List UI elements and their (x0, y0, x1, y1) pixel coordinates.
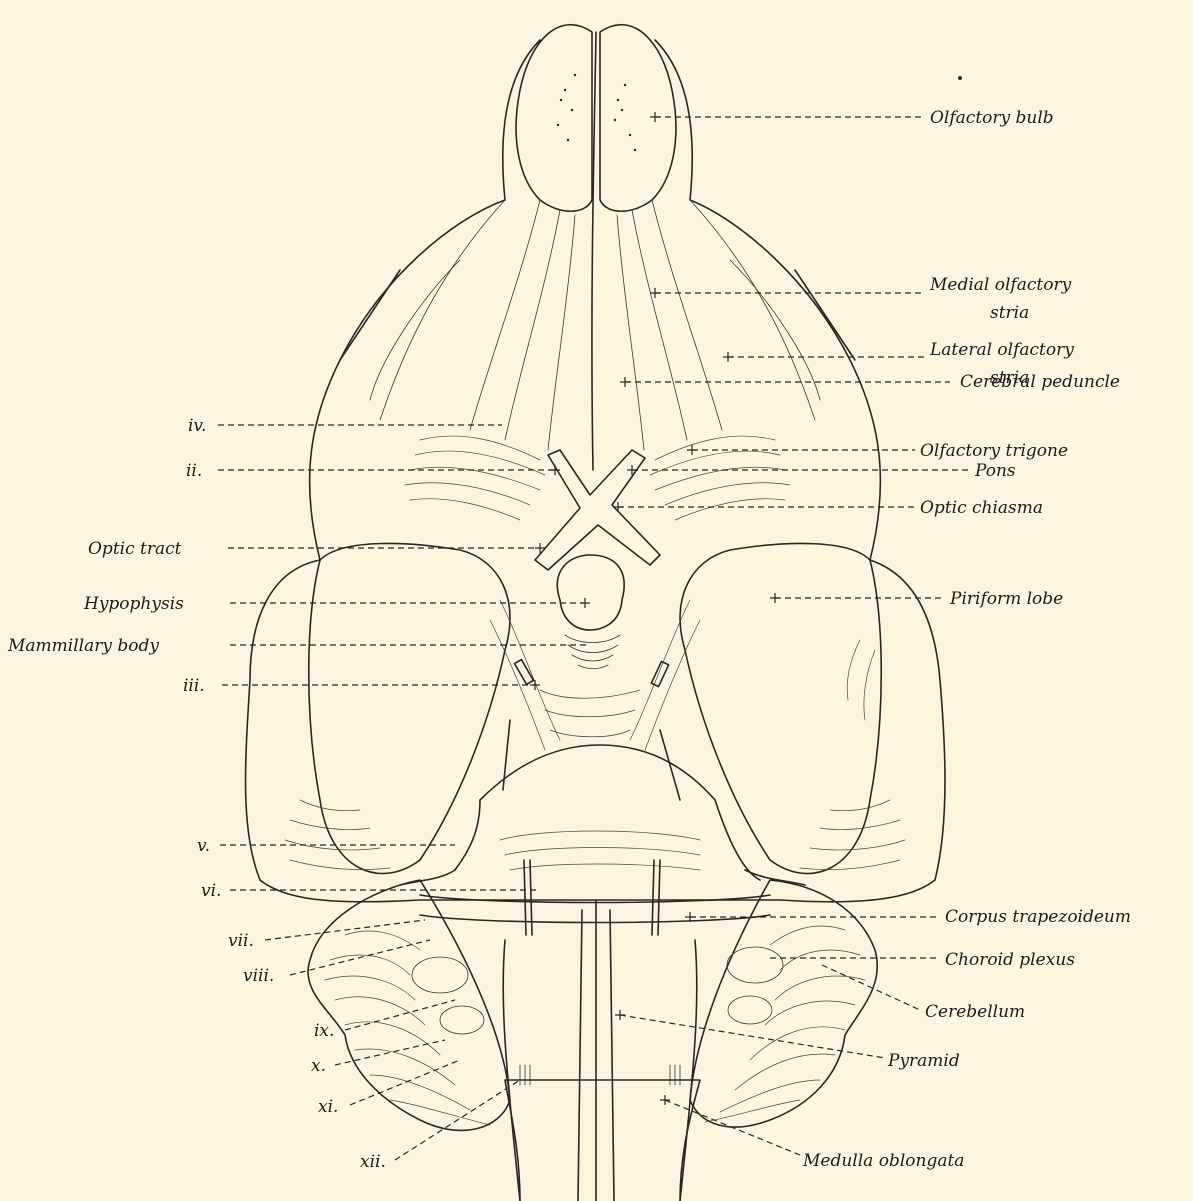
label-v: v. (197, 836, 210, 856)
label-ii: ii. (186, 461, 202, 481)
trapezoid-band-lower (420, 915, 770, 923)
label-choroid-plexus: Choroid plexus (945, 950, 1075, 970)
optic-chiasma-shape (535, 450, 660, 570)
medulla-outline (505, 1080, 700, 1201)
olfactory-bulb-left (516, 25, 592, 212)
nerve-iv-right (660, 730, 680, 800)
label-piriform-lobe: Piriform lobe (949, 589, 1063, 609)
labels: Olfactory bulb Medial olfactory stria La… (7, 108, 1131, 1172)
label-corpus-trapezoideum: Corpus trapezoideum (945, 907, 1131, 927)
brain-drawing (246, 25, 962, 1201)
label-mammillary-body: Mammillary body (7, 636, 159, 656)
lower-nerve-rootlets (520, 1065, 680, 1085)
leader-lines (218, 112, 970, 1160)
olfactory-stipple (557, 74, 962, 151)
nerve-iii-right-stump (651, 661, 668, 686)
label-xii: xii. (360, 1152, 386, 1172)
trapezoid-band (420, 895, 770, 903)
choroid-plexus-detail (412, 947, 783, 1034)
label-medial-olfactory-stria-2: stria (990, 303, 1029, 323)
label-hypophysis: Hypophysis (83, 594, 184, 614)
piriform-lobe-left (309, 543, 510, 873)
label-olfactory-bulb: Olfactory bulb (930, 108, 1054, 128)
piriform-lobe-right (680, 543, 881, 873)
mammillary-body-shape (565, 635, 620, 669)
label-cerebral-peduncle: Cerebral peduncle (960, 372, 1120, 392)
nerve-vi-right (652, 860, 654, 935)
hemisphere-outline (246, 40, 945, 902)
olfactory-bulb-right (600, 25, 676, 212)
hypophysis-shape (557, 555, 624, 630)
pons-shape (480, 745, 760, 880)
label-x: x. (311, 1056, 326, 1076)
label-lateral-olfactory-stria-1: Lateral olfactory (929, 340, 1074, 360)
label-pons: Pons (974, 461, 1016, 481)
label-iv: iv. (188, 416, 206, 436)
label-olfactory-trigone: Olfactory trigone (920, 441, 1068, 461)
nerve-v-left (400, 870, 455, 885)
piriform-hatching (285, 640, 905, 870)
label-xi: xi. (318, 1097, 338, 1117)
cerebellum-right-folia (705, 926, 865, 1122)
label-iii: iii. (183, 676, 205, 696)
label-medial-olfactory-stria-1: Medial olfactory (929, 275, 1072, 295)
pons-lower (455, 800, 480, 870)
pyramid-right (610, 910, 614, 1201)
label-viii: viii. (243, 966, 274, 986)
nerve-vi-right-2 (658, 860, 660, 935)
label-pyramid: Pyramid (887, 1051, 960, 1071)
label-vii: vii. (228, 931, 254, 951)
label-optic-chiasma: Optic chiasma (920, 498, 1043, 518)
olfactory-tract-lines (370, 200, 820, 450)
nerve-vi-left (524, 860, 526, 935)
label-cerebellum: Cerebellum (925, 1002, 1025, 1022)
label-medulla-oblongata: Medulla oblongata (802, 1151, 964, 1171)
label-optic-tract: Optic tract (88, 539, 182, 559)
cerebellum-left (308, 880, 510, 1130)
label-vi: vi. (201, 881, 221, 901)
nerve-vi-left-2 (530, 860, 532, 935)
label-ix: ix. (314, 1021, 334, 1041)
lateral-ridges (340, 270, 855, 360)
pyramid-left (578, 910, 582, 1201)
